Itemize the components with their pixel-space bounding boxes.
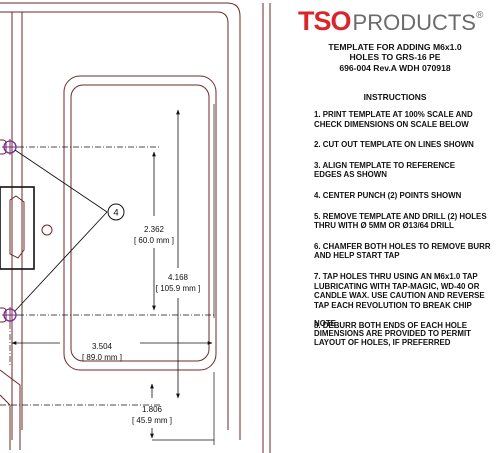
registered-mark: ® [475,10,484,21]
instructions-panel: TSOPRODUCTS® TEMPLATE FOR ADDING M6x1.0 … [290,0,500,453]
dim-3504-mm: [ 89.0 mm ] [82,353,122,362]
extension-lines [0,146,215,406]
dim-1806-inch: 1.806 [142,405,163,414]
dim-1806-mm: [ 45.9 mm ] [132,416,172,425]
step-3: 3. ALIGN TEMPLATE TO REFERENCE EDGES AS … [314,160,456,180]
template-outline [0,2,271,453]
step-6: 6. CHAMFER BOTH HOLES TO REMOVE BURR AND… [314,241,491,261]
dim-3504-inch: 3.504 [92,342,113,351]
dim-4168-mm: [ 105.9 mm ] [156,284,200,293]
title-line-2: HOLES TO GRS-16 PE [349,52,441,63]
note-heading: NOTE [314,319,336,328]
instructions-heading: INSTRUCTIONS [363,92,427,102]
dim-2362-inch: 2.362 [144,225,165,234]
logo-brand: TSO [298,6,352,36]
step-5: 5. REMOVE TEMPLATE AND DRILL (2) HOLES T… [314,211,487,231]
callout-leaders [14,149,108,312]
instruction-steps: 1. PRINT TEMPLATE AT 100% SCALE AND CHEC… [314,110,498,342]
dimension-1806: 1.806 [ 45.9 mm ] [132,383,172,439]
template-title: TEMPLATE FOR ADDING M6x1.0 HOLES TO GRS-… [290,42,500,73]
step-7: 7. TAP HOLES THRU USING AN M6x1.0 TAP LU… [314,271,485,310]
reference-pocket [0,186,53,270]
step-1: 1. PRINT TEMPLATE AT 100% SCALE AND CHEC… [314,110,473,129]
dimension-2362: 2.362 [ 60.0 mm ] [134,151,174,311]
step-2: 2. CUT OUT TEMPLATE ON LINES SHOWN [314,140,474,150]
note-block: NOTE DIMENSIONS ARE PROVIDED TO PERMIT L… [314,319,498,348]
logo-products: PRODUCTS [352,10,476,35]
punch-hole-lower [2,307,18,323]
step-8: 8. DEBURR BOTH ENDS OF EACH HOLE [314,321,468,331]
callout-balloon: 4 [107,203,125,221]
dim-4168-inch: 4.168 [168,273,189,282]
dim-2362-mm: [ 60.0 mm ] [134,236,174,245]
punch-hole-upper [2,139,18,155]
title-line-1: TEMPLATE FOR ADDING M6x1.0 [328,42,462,52]
dimension-4168: 4.168 [ 105.9 mm ] [156,109,200,399]
template-drawing: 4 2.362 [ 60.0 mm ] 4.168 [ 105.9 mm ] 3… [0,2,271,453]
dimension-3504: 3.504 [ 89.0 mm ] [11,341,213,362]
callout-number: 4 [113,208,118,219]
note-body: DIMENSIONS ARE PROVIDED TO PERMIT LAYOUT… [314,328,471,348]
slot-outline [63,75,217,371]
title-line-3: 696-004 Rev.A WDH 070918 [339,62,451,73]
extension-lines-solid [152,104,215,445]
step-4: 4. CENTER PUNCH (2) POINTS SHOWN [314,190,462,200]
edge-slots [0,139,7,323]
tso-products-logo: TSOPRODUCTS® [298,6,484,36]
